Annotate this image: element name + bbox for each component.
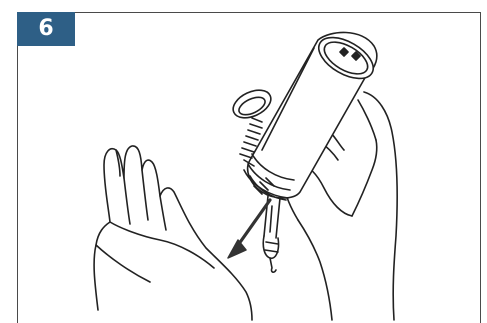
bottle-icon [244,29,380,200]
open-palm-hand-icon [94,146,252,320]
